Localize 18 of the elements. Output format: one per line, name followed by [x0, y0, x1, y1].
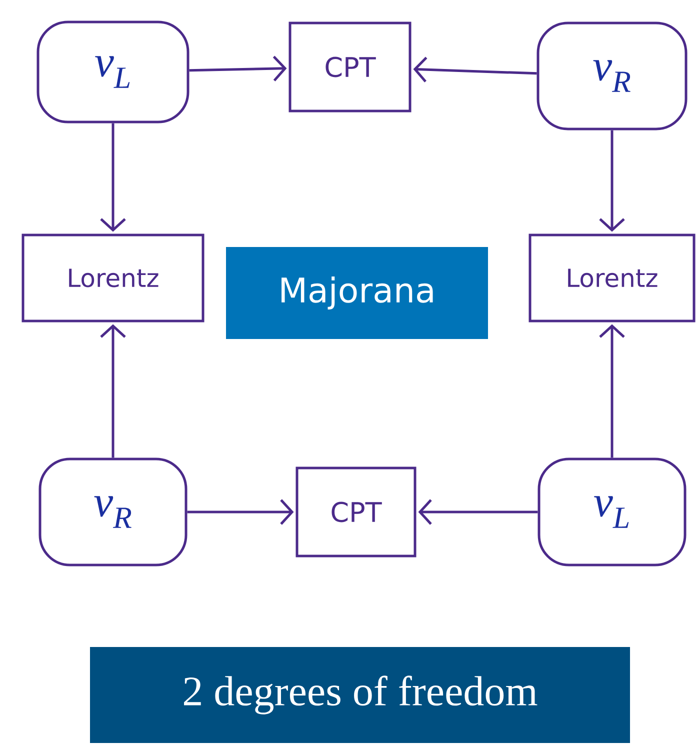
label-banner: 2 degrees of freedom: [90, 647, 630, 743]
state-box: ν$_{R}$: [536, 22, 688, 130]
arrow: [100, 123, 126, 232]
label-banner: Majorana: [226, 247, 488, 339]
state-box: ν$_{L}$: [538, 458, 686, 566]
transform-box: Lorentz: [22, 234, 204, 322]
arrow: [413, 56, 537, 82]
state-box: ν$_{R}$: [38, 458, 188, 566]
arrow: [187, 499, 294, 525]
arrow: [418, 499, 538, 525]
transform-box: CPT: [296, 466, 416, 558]
arrow: [189, 56, 287, 82]
transform-box: CPT: [288, 22, 412, 112]
arrow: [599, 130, 625, 232]
state-box: ν$_{L}$: [36, 20, 190, 124]
arrow: [100, 324, 126, 458]
transform-box: Lorentz: [528, 234, 696, 322]
arrow: [599, 324, 625, 458]
